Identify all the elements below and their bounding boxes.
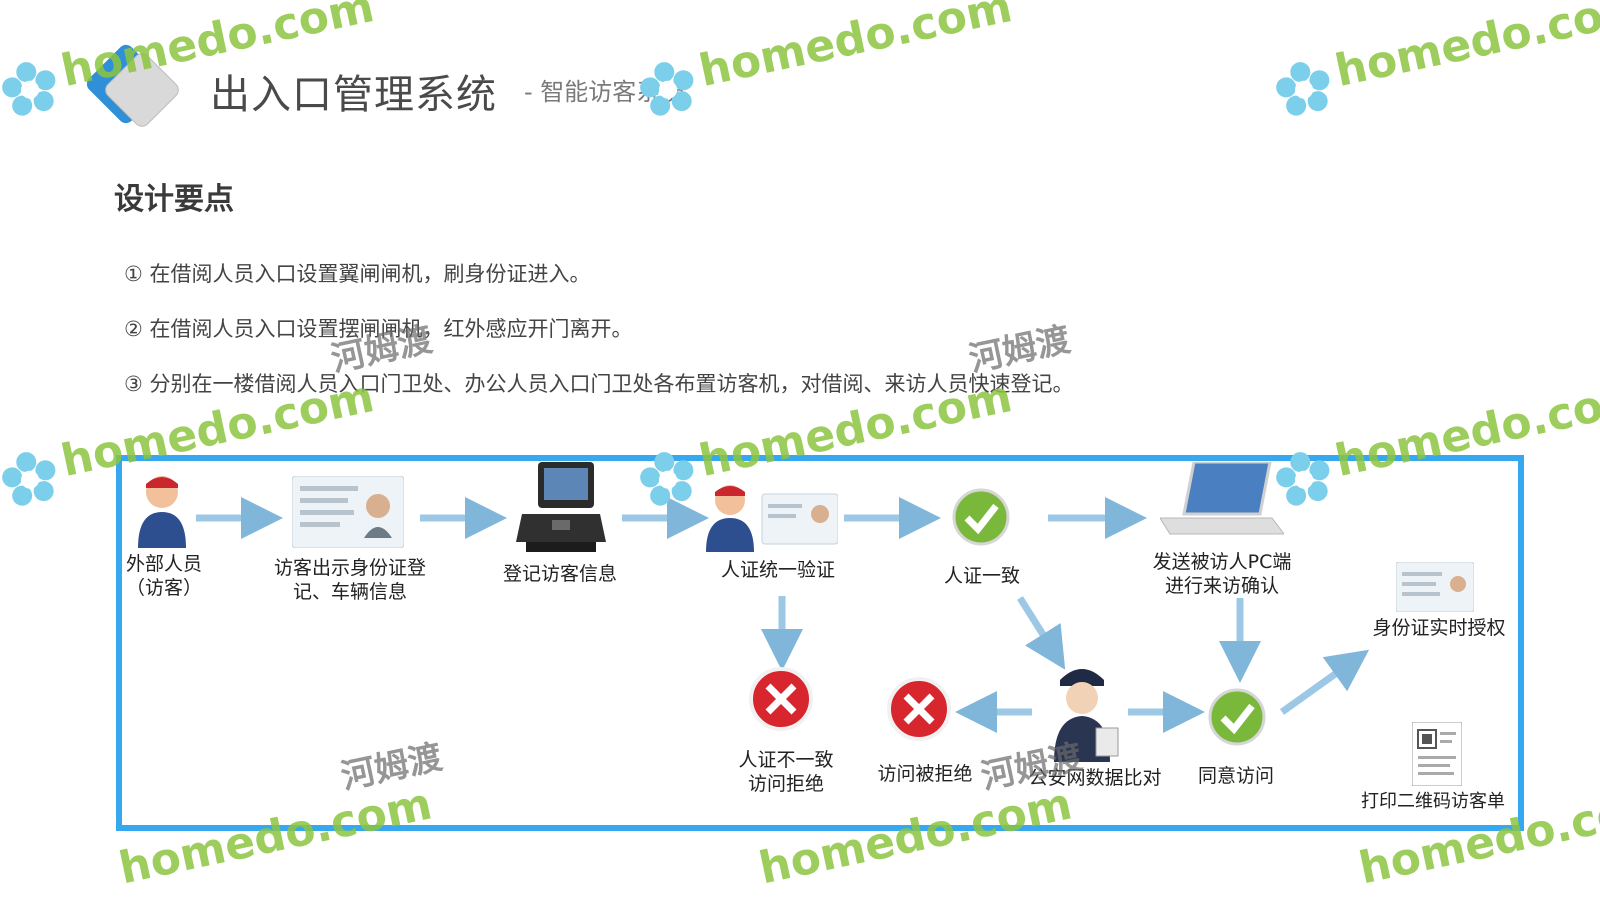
check-icon-agree — [1208, 688, 1266, 746]
visitor-kiosk-icon — [516, 462, 606, 552]
node-label-mismatch: 人证不一致 访问拒绝 — [738, 749, 834, 795]
design-point-2: ② 在借阅人员入口设置摆闸闸机，红外感应开门离开。 — [124, 317, 633, 341]
node-label-register: 登记访客信息 — [502, 563, 617, 585]
section-heading: 设计要点 — [114, 182, 234, 217]
id-card-small-icon — [1396, 562, 1474, 612]
id-card-icon — [292, 476, 404, 548]
node-label-show-id: 访客出示身份证登 记、车辆信息 — [273, 557, 426, 603]
design-point-3: ③ 分别在一楼借阅人员入口门卫处、办公人员入口门卫处各布置访客机，对借阅、来访人… — [124, 372, 1074, 396]
laptop-icon — [1160, 462, 1284, 535]
reject-icon-mismatch — [749, 667, 813, 731]
logo-icon — [86, 44, 179, 127]
node-label-print: 打印二维码访客单 — [1361, 791, 1505, 812]
reject-icon — [887, 677, 951, 741]
arrow-agree-to-auth — [1279, 649, 1370, 715]
node-label-id-auth: 身份证实时授权 — [1372, 617, 1506, 639]
page-title: 出入口管理系统 — [210, 72, 497, 118]
node-label-police: 公安网数据比对 — [1028, 767, 1162, 789]
node-label-match: 人证一致 — [943, 565, 1020, 587]
arrow-match-to-police — [1017, 596, 1066, 670]
design-point-1: ① 在借阅人员入口设置翼闸闸机，刷身份证进入。 — [124, 262, 591, 286]
qr-visitor-slip-icon — [1412, 722, 1462, 786]
node-label-agree: 同意访问 — [1197, 765, 1274, 787]
person-id-verify-icon — [706, 485, 838, 552]
node-label-send-pc: 发送被访人PC端 进行来访确认 — [1152, 551, 1292, 597]
visitor-person-icon — [138, 476, 186, 548]
police-officer-icon — [1054, 669, 1119, 762]
node-label-visitor: 外部人员 （访客） — [125, 553, 202, 599]
check-icon — [952, 488, 1010, 546]
node-label-verify: 人证统一验证 — [720, 559, 835, 581]
node-label-rejected: 访问被拒绝 — [877, 763, 973, 785]
